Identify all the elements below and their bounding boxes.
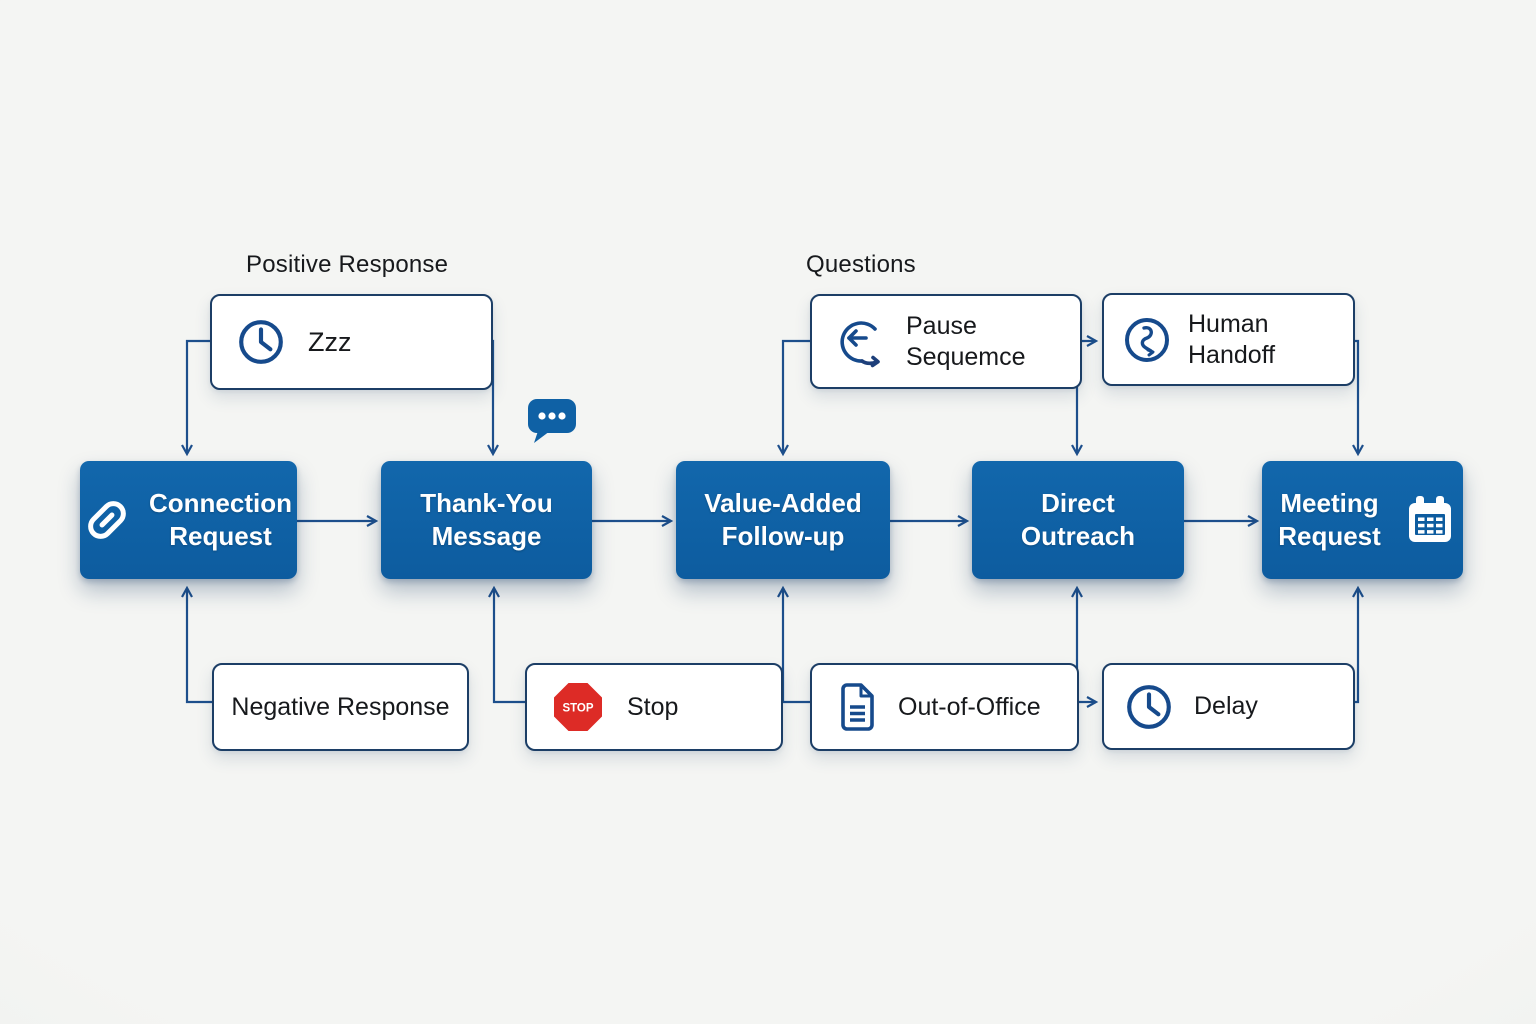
stop-sign-icon: STOP: [551, 680, 605, 734]
node-label: Out-of-Office: [898, 692, 1041, 721]
node-label: Direct Outreach: [1020, 487, 1136, 551]
node-label: Human Handoff: [1188, 310, 1276, 369]
node-connection-request: Connection Request: [80, 461, 297, 579]
clock-icon: [1124, 682, 1174, 732]
node-label: Delay: [1194, 692, 1258, 721]
edge-pause-to-value-added: [777, 339, 810, 457]
node-label: Zzz: [308, 326, 352, 357]
node-stop: STOP Stop: [525, 663, 783, 751]
chat-bubble-icon: [527, 398, 579, 449]
node-negative-response: Negative Response: [212, 663, 469, 751]
node-label: Value-Added Follow-up: [704, 487, 862, 551]
phone-handoff-icon: [1122, 315, 1172, 365]
node-thank-you-message: Thank-You Message: [381, 461, 592, 579]
link-icon: [82, 495, 132, 545]
clock-icon: [236, 317, 286, 367]
calendar-icon: [1404, 494, 1456, 546]
node-label: Negative Response: [231, 692, 450, 721]
node-delay: Delay: [1102, 663, 1355, 750]
group-label-positive-response: Positive Response: [246, 251, 449, 278]
node-label: Connection Request: [149, 487, 292, 551]
node-label: Pause Sequemce: [906, 312, 1026, 371]
loop-back-arrow-icon: [832, 316, 890, 368]
node-out-of-office: Out-of-Office: [810, 663, 1079, 751]
group-label-questions: Questions: [806, 251, 916, 278]
node-label: Meeting Request: [1278, 487, 1381, 551]
node-value-added-follow-up: Value-Added Follow-up: [676, 461, 890, 579]
node-pause-sequence: Pause Sequemce: [810, 294, 1082, 389]
edge-negative-to-connection: [181, 585, 212, 704]
edge-stop-to-thank-you: [488, 585, 525, 704]
stop-sign-text: STOP: [562, 703, 593, 715]
edge-zzz-to-connection-request: [181, 339, 210, 457]
node-label: Thank-You Message: [420, 487, 553, 551]
node-human-handoff: Human Handoff: [1102, 293, 1355, 386]
node-direct-outreach: Direct Outreach: [972, 461, 1184, 579]
node-meeting-request: Meeting Request: [1262, 461, 1463, 579]
edge-out-of-office-to-value-added: [777, 585, 810, 704]
node-label: Stop: [627, 692, 679, 721]
document-icon: [834, 681, 880, 733]
node-zzz: Zzz: [210, 294, 493, 390]
